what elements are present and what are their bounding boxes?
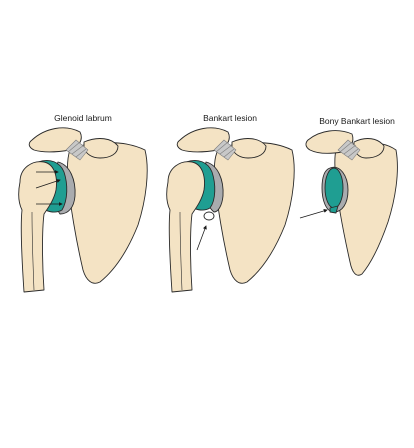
coracoid [353,138,385,159]
panel-label-bony-bankart-lesion: Bony Bankart lesion [319,116,395,126]
panel-label-glenoid-labrum: Glenoid labrum [54,113,112,123]
ligaments [65,139,89,161]
panel-bony-bankart-lesion [299,130,398,276]
humerus [166,161,205,293]
panel-glenoid-labrum [18,127,148,293]
panel-label-bankart-lesion: Bankart lesion [203,113,257,123]
arrow-icon [35,170,63,206]
bony-fragment [329,205,339,214]
ligaments [337,139,361,161]
scapula [214,142,295,284]
articular-cartilage [324,167,344,209]
panel-bankart-lesion [166,127,295,293]
coracoid [231,138,267,159]
humerus [18,161,57,293]
coracoid [83,138,119,159]
scapula [334,142,398,276]
arrow-icon [299,208,328,219]
torn-labrum [203,211,215,221]
ligaments [213,139,237,161]
scapula [66,142,148,284]
arrow-icon [196,225,207,251]
